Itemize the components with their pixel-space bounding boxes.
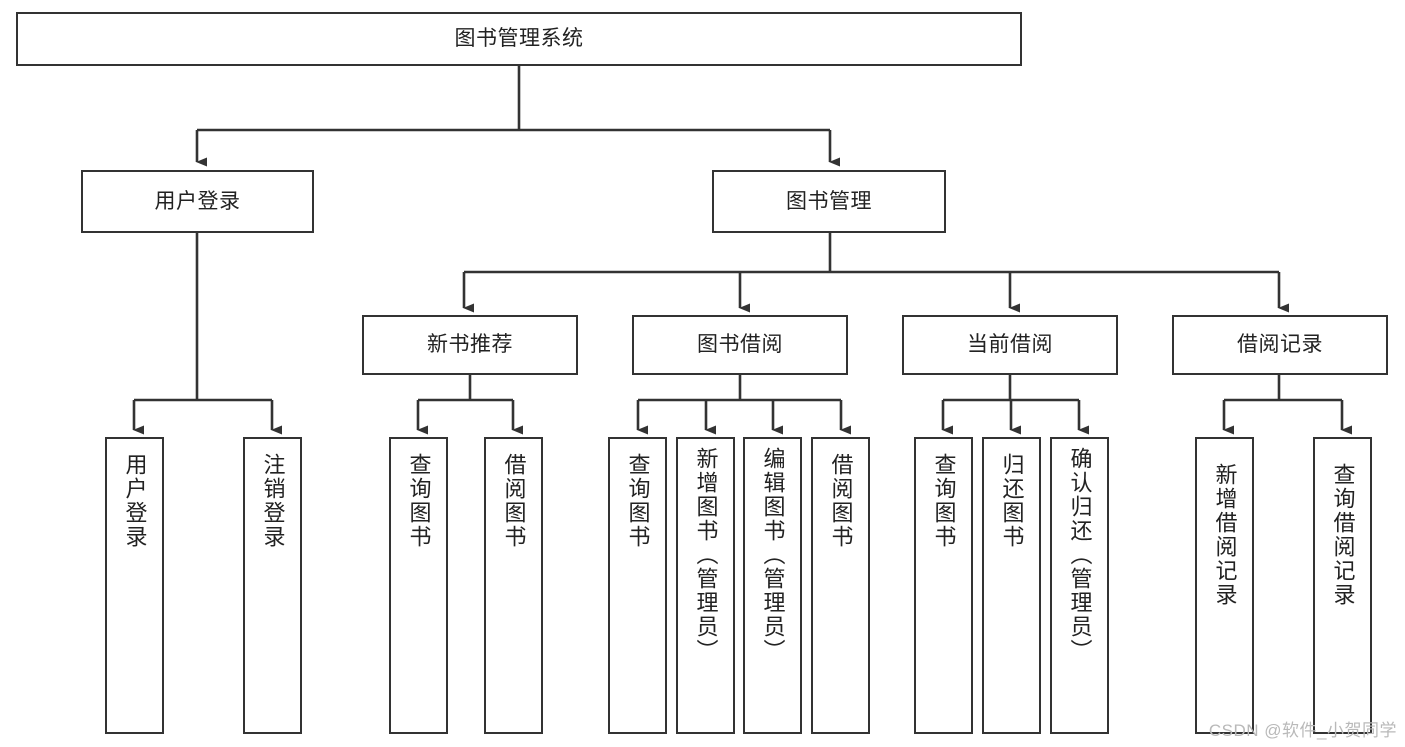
- node-leaf-logout-label: 注销登录: [260, 453, 286, 549]
- node-user-login[interactable]: 用户登录: [81, 170, 314, 233]
- csdn-watermark: CSDN @软件_小贺同学: [1208, 721, 1397, 740]
- node-leaf-user-login-label: 用户登录: [122, 453, 148, 549]
- node-book-borrow[interactable]: 图书借阅: [632, 315, 848, 375]
- node-leaf-borrow-book-2-label: 借阅图书: [828, 453, 854, 549]
- node-leaf-edit-book[interactable]: 编辑图书（管理员）: [743, 437, 802, 734]
- node-leaf-query-book-2[interactable]: 查询图书: [608, 437, 667, 734]
- node-leaf-query-book-3[interactable]: 查询图书: [914, 437, 973, 734]
- node-leaf-confirm-return-label: 确认归还（管理员）: [1067, 447, 1093, 663]
- node-leaf-return-book[interactable]: 归还图书: [982, 437, 1041, 734]
- node-leaf-borrow-book-2[interactable]: 借阅图书: [811, 437, 870, 734]
- node-leaf-query-book-1-label: 查询图书: [406, 453, 432, 549]
- node-leaf-query-record[interactable]: 查询借阅记录: [1313, 437, 1372, 734]
- node-user-login-label: 用户登录: [154, 189, 241, 213]
- node-leaf-add-record-label: 新增借阅记录: [1212, 463, 1238, 607]
- node-leaf-edit-book-label: 编辑图书（管理员）: [760, 447, 786, 663]
- node-new-book-recommend[interactable]: 新书推荐: [362, 315, 578, 375]
- node-leaf-add-book[interactable]: 新增图书（管理员）: [676, 437, 735, 734]
- node-leaf-add-book-label: 新增图书（管理员）: [693, 447, 719, 663]
- node-leaf-query-book-3-label: 查询图书: [931, 453, 957, 549]
- node-leaf-user-login[interactable]: 用户登录: [105, 437, 164, 734]
- node-leaf-query-book-2-label: 查询图书: [625, 453, 651, 549]
- node-book-management[interactable]: 图书管理: [712, 170, 946, 233]
- node-book-borrow-label: 图书借阅: [697, 333, 783, 357]
- node-current-borrow-label: 当前借阅: [967, 333, 1053, 357]
- node-leaf-confirm-return[interactable]: 确认归还（管理员）: [1050, 437, 1109, 734]
- node-leaf-logout[interactable]: 注销登录: [243, 437, 302, 734]
- node-leaf-query-book-1[interactable]: 查询图书: [389, 437, 448, 734]
- node-borrow-record-label: 借阅记录: [1237, 333, 1323, 357]
- node-root[interactable]: 图书管理系统: [16, 12, 1022, 66]
- node-new-book-recommend-label: 新书推荐: [427, 333, 513, 357]
- node-current-borrow[interactable]: 当前借阅: [902, 315, 1118, 375]
- node-leaf-borrow-book-1[interactable]: 借阅图书: [484, 437, 543, 734]
- node-leaf-borrow-book-1-label: 借阅图书: [501, 453, 527, 549]
- node-leaf-return-book-label: 归还图书: [999, 453, 1025, 549]
- node-borrow-record[interactable]: 借阅记录: [1172, 315, 1388, 375]
- node-book-management-label: 图书管理: [786, 189, 872, 213]
- node-leaf-query-record-label: 查询借阅记录: [1330, 463, 1356, 607]
- node-root-label: 图书管理系统: [454, 27, 584, 51]
- node-leaf-add-record[interactable]: 新增借阅记录: [1195, 437, 1254, 734]
